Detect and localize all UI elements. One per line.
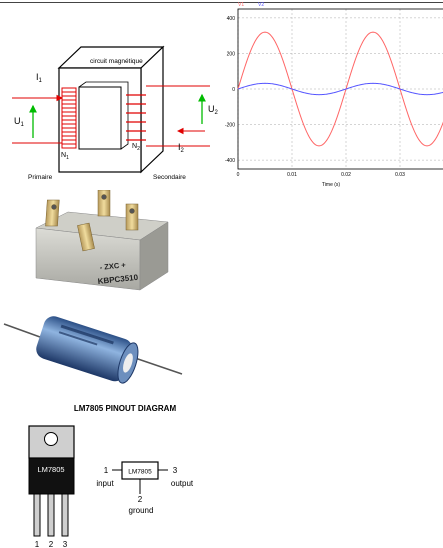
x-tick-label: 0.01 — [287, 172, 297, 178]
core-label: circuit magnétique — [90, 58, 143, 65]
bridge-side — [139, 221, 169, 291]
bottom-pin-3: 3 — [63, 540, 68, 548]
core-side-face — [140, 45, 164, 174]
chart-legend: V1 V2 — [238, 2, 264, 8]
capacitor-print — [58, 324, 114, 346]
pin2-number: 2 — [138, 495, 143, 504]
pin2-name: ground — [129, 506, 154, 515]
regulator-mounting-hole — [44, 432, 58, 446]
lm7805-pinout-diagram: LM7805 1 2 3 LM7805 1 input 3 output 2 g… — [28, 425, 194, 548]
pin3-number: 3 — [173, 466, 178, 475]
y-tick-label: 200 — [227, 51, 236, 57]
capacitor-lead-right — [134, 357, 183, 375]
secondary-current-label: I2 — [178, 142, 185, 154]
transformer-diagram: circuit magnétique I1 U1 N1 N2 U2 I2 Pri… — [12, 45, 219, 181]
secondary-label: Secondaire — [153, 174, 186, 181]
pin1-name: input — [96, 479, 114, 488]
pinout-box-label: LM7805 — [128, 469, 152, 476]
y-tick-label: -400 — [225, 158, 235, 164]
top-border-line — [0, 2, 443, 3]
primary-leads — [12, 94, 64, 144]
secondary-leads — [146, 85, 210, 147]
pin1-number: 1 — [104, 466, 109, 475]
chart-series — [237, 31, 443, 147]
legend-entry-v2: V2 — [258, 2, 264, 8]
regulator-chip-label: LM7805 — [37, 465, 64, 474]
primary-label: Primaire — [28, 174, 53, 181]
y-tick-labels: 400 200 0 -200 -400 — [225, 16, 235, 164]
y-tick-label: 400 — [227, 16, 236, 22]
pin3-name: output — [171, 479, 194, 488]
bridge-marking-top: - ZXC + — [99, 260, 126, 272]
primary-turns-label: N1 — [61, 152, 69, 161]
bottom-pin-2: 2 — [49, 540, 54, 548]
x-tick-labels: 00.010.020.030.04 — [237, 172, 405, 178]
secondary-turns-label: N2 — [132, 143, 140, 152]
capacitor-image — [3, 316, 183, 384]
primary-voltage-label: U1 — [14, 116, 25, 128]
series-line-v2 — [237, 82, 443, 96]
primary-winding — [61, 87, 77, 149]
core-window — [78, 86, 122, 150]
regulator-pins — [33, 493, 69, 537]
legend-entry-v1: V1 — [238, 2, 244, 8]
secondary-voltage-label: U2 — [208, 104, 219, 116]
x-axis-label: Time (s) — [322, 182, 340, 188]
regulator-body — [28, 457, 75, 495]
bridge-terminals — [45, 190, 139, 252]
y-tick-label: 0 — [232, 87, 235, 93]
series-line-v1 — [237, 31, 443, 147]
x-tick-label: 0.02 — [341, 172, 351, 178]
capacitor-seal — [123, 353, 133, 373]
pinout-title: LM7805 PINOUT DIAGRAM — [73, 404, 177, 413]
x-tick-label: 0 — [237, 172, 240, 178]
bridge-rectifier-image: - ZXC + KBPC3510 — [35, 190, 169, 291]
secondary-winding — [126, 94, 146, 141]
x-tick-label: 0.03 — [395, 172, 405, 178]
capacitor-lead-left — [3, 323, 41, 338]
core-window-depth — [78, 81, 129, 150]
bottom-pin-1: 1 — [35, 540, 40, 548]
bridge-marking-part: KBPC3510 — [97, 273, 139, 286]
primary-current-label: I1 — [36, 72, 43, 84]
y-tick-label: -200 — [225, 123, 235, 129]
